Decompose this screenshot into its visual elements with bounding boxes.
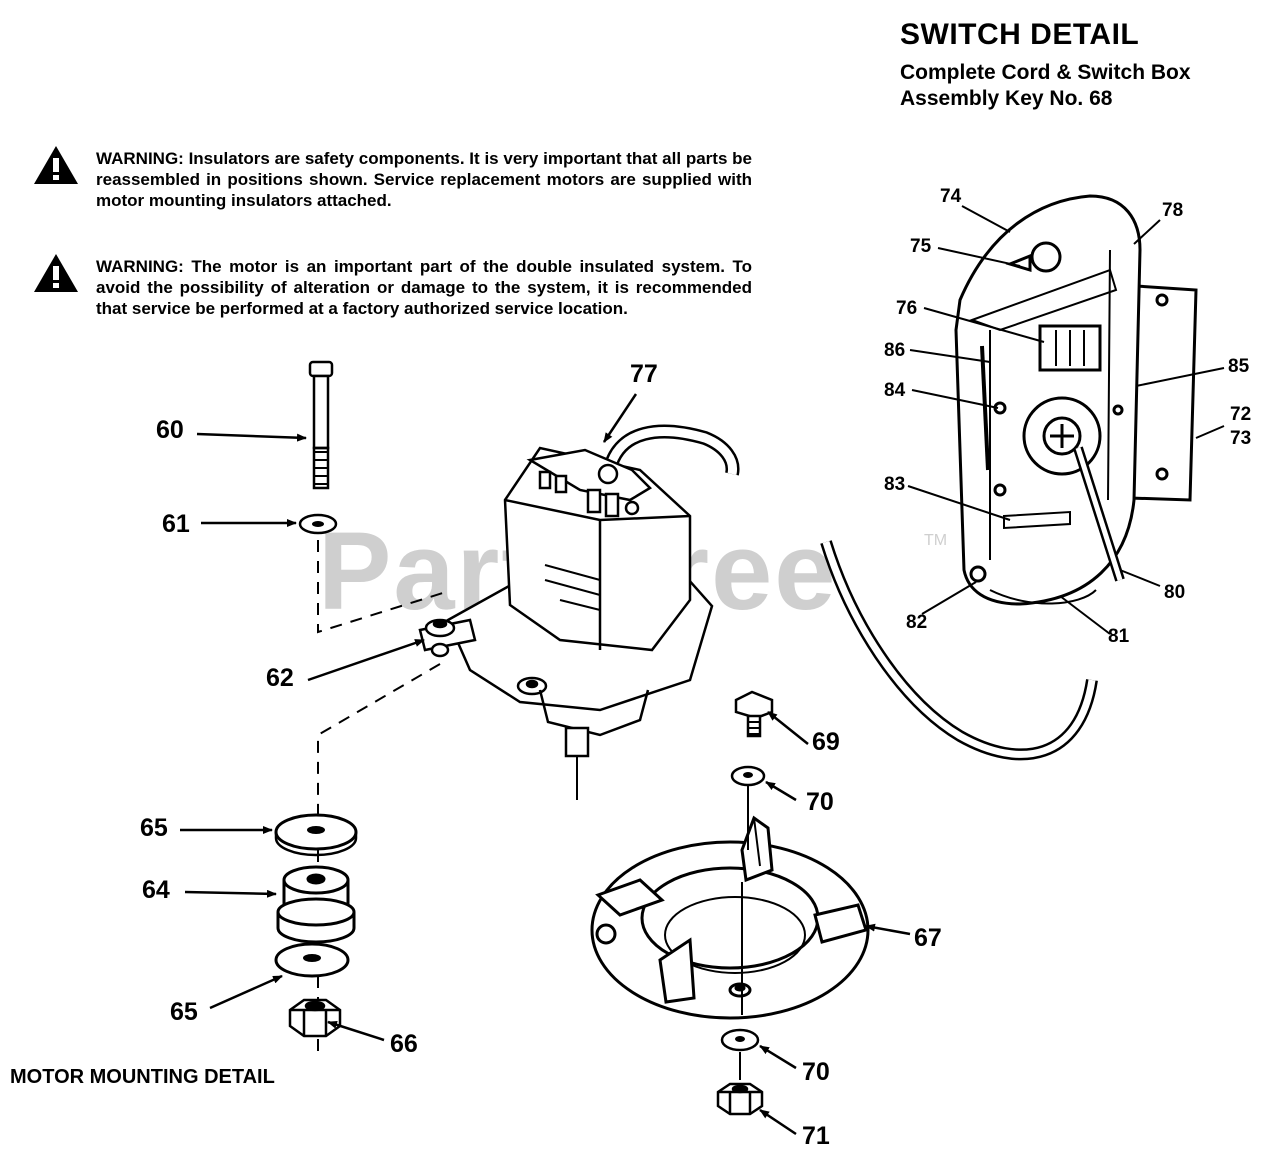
warning-text-2: WARNING: The motor is an important part … — [96, 257, 752, 318]
callout-64: 64 — [142, 876, 170, 904]
power-cord — [820, 540, 1098, 761]
callout-86: 86 — [884, 340, 906, 361]
callout-73: 73 — [1230, 428, 1252, 449]
motor-mounting-detail-label: MOTOR MOUNTING DETAIL — [10, 1066, 275, 1088]
nut-71 — [716, 1082, 764, 1116]
callout-82: 82 — [906, 612, 928, 633]
callout-71: 71 — [802, 1122, 830, 1150]
switch-box-68 — [954, 194, 1198, 606]
callout-70-top: 70 — [806, 788, 834, 816]
washer-70-top — [730, 765, 766, 787]
callout-74: 74 — [940, 186, 962, 207]
warning-triangle-icon — [34, 254, 78, 292]
washer-65-bottom — [274, 942, 350, 978]
watermark-tm: TM — [924, 532, 948, 549]
callout-84: 84 — [884, 380, 906, 401]
callout-70-bottom: 70 — [802, 1058, 830, 1086]
callout-72: 72 — [1230, 404, 1252, 425]
callout-62: 62 — [266, 664, 294, 692]
callout-85: 85 — [1228, 356, 1250, 377]
callout-65-top: 65 — [140, 814, 168, 842]
callout-67: 67 — [914, 924, 942, 952]
callout-75: 75 — [910, 236, 932, 257]
nut-66 — [288, 998, 342, 1038]
alignment-lines — [317, 540, 447, 1060]
warning-triangle-icon — [34, 146, 78, 184]
bolt-60 — [308, 360, 334, 490]
switch-detail-subtitle-1: Complete Cord & Switch Box — [900, 61, 1191, 84]
callout-76: 76 — [896, 298, 918, 319]
callout-83: 83 — [884, 474, 906, 495]
warning-text-1: WARNING: Insulators are safety component… — [96, 149, 752, 210]
motor-77 — [418, 424, 740, 800]
washer-70-bottom — [720, 1028, 760, 1052]
callout-66: 66 — [390, 1030, 418, 1058]
callout-61: 61 — [162, 510, 190, 538]
callout-77: 77 — [630, 360, 658, 388]
screw-69 — [734, 690, 774, 738]
callout-80: 80 — [1164, 582, 1186, 603]
base-67 — [590, 815, 870, 1020]
callout-69: 69 — [812, 728, 840, 756]
leader-lines — [180, 393, 911, 1136]
screw-axis-line — [741, 786, 749, 1015]
washer-61 — [298, 513, 338, 535]
washer-65-top — [274, 813, 358, 857]
insulator-64 — [276, 865, 356, 944]
callout-60: 60 — [156, 416, 184, 444]
switch-leader-lines — [907, 205, 1225, 635]
callout-81: 81 — [1108, 626, 1130, 647]
switch-detail-title: SWITCH DETAIL — [900, 18, 1140, 51]
callout-78: 78 — [1162, 200, 1184, 221]
switch-detail-subtitle-2: Assembly Key No. 68 — [900, 87, 1113, 110]
callout-65-bottom: 65 — [170, 998, 198, 1026]
